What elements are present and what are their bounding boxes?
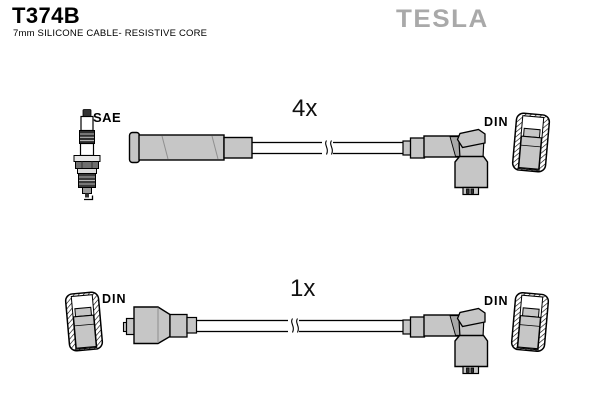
row2-cable-lead — [64, 290, 550, 375]
row2-left-terminal-standard-label: DIN — [102, 292, 127, 306]
part-number: T374B — [12, 3, 81, 28]
row2-quantity-label: 1x — [290, 275, 316, 302]
row1-cable-lead — [73, 109, 551, 201]
product-subtitle: 7mm SILICONE CABLE- RESISTIVE CORE — [13, 28, 208, 39]
din-terminal-icon — [64, 290, 104, 353]
straight-boot-sae — [128, 131, 253, 164]
row1-quantity-label: 4x — [292, 95, 318, 122]
angled-boot — [402, 128, 489, 196]
spark-plug-icon — [73, 109, 101, 201]
brand-logo: TESLA — [396, 4, 489, 33]
din-terminal-icon — [510, 291, 550, 353]
cable-line — [194, 319, 408, 333]
cable-break-symbol — [322, 139, 333, 157]
straight-boot-cone — [122, 306, 198, 345]
row1-plug-standard-label: SAE — [93, 110, 122, 125]
din-terminal-icon — [511, 111, 551, 174]
cable-break-symbol — [288, 317, 299, 335]
row2-right-terminal-standard-label: DIN — [484, 294, 509, 308]
row1-terminal-standard-label: DIN — [484, 115, 509, 129]
angled-boot — [402, 307, 489, 375]
